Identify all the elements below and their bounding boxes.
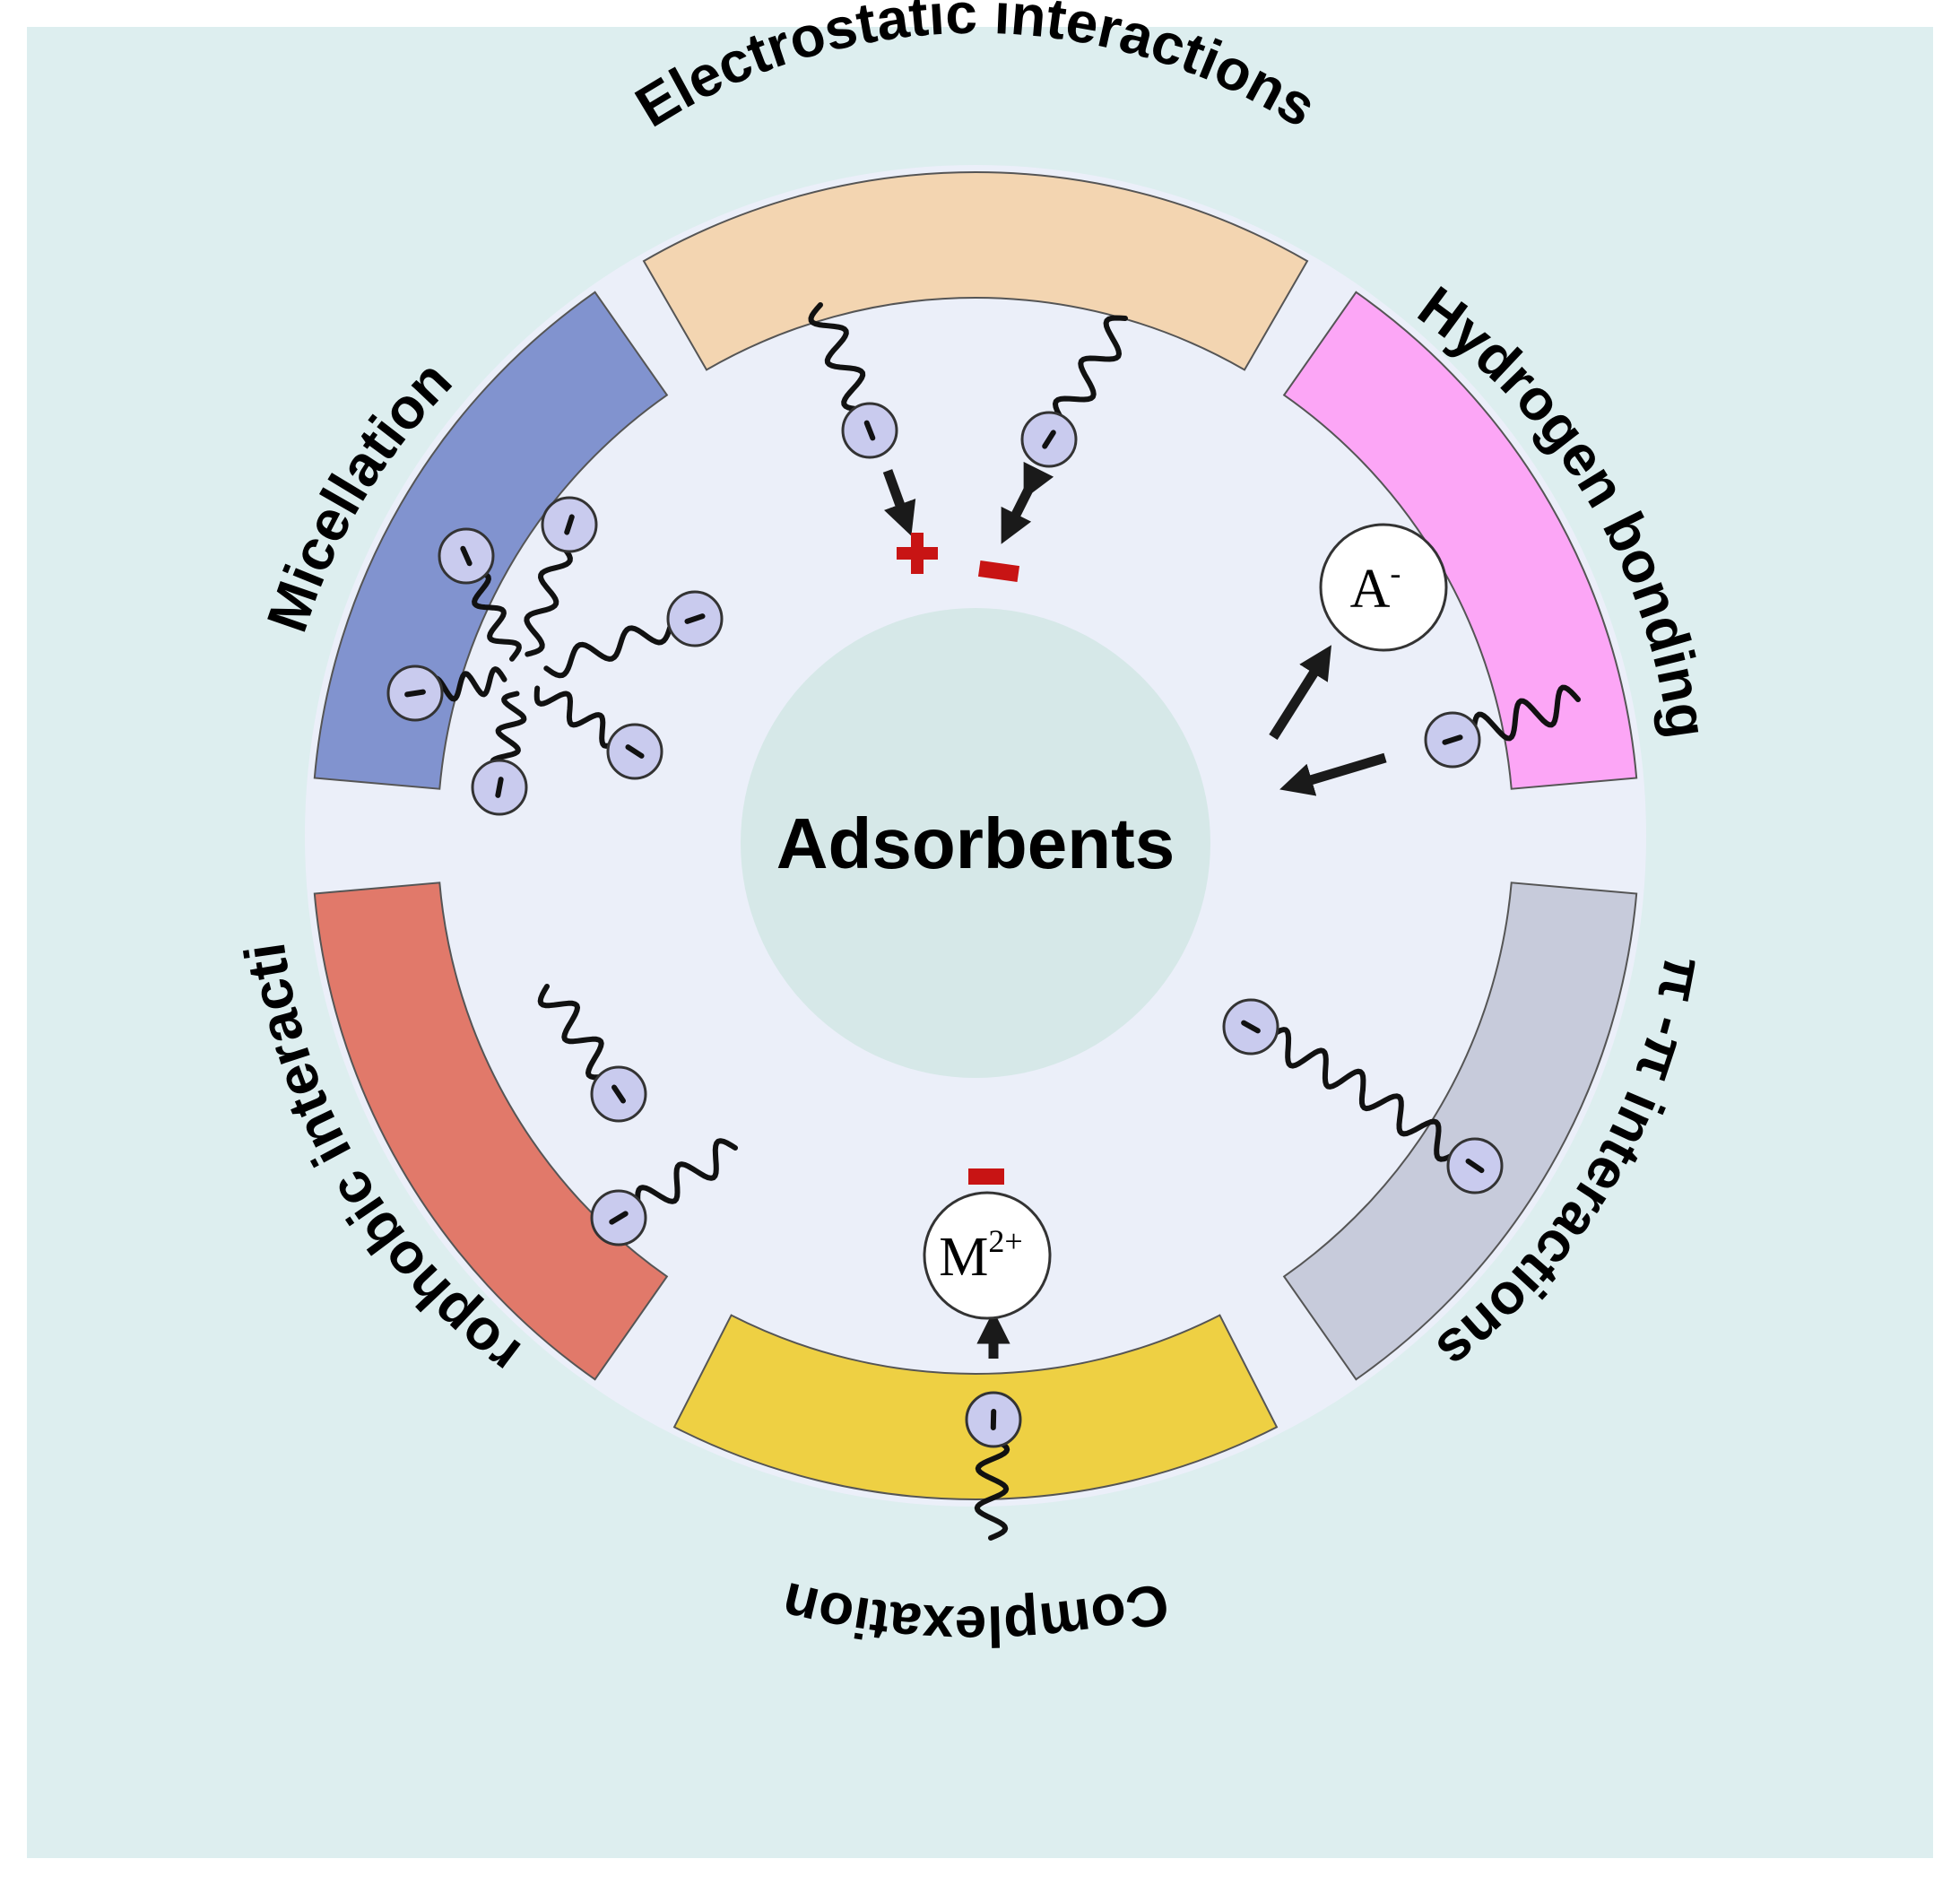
metal-symbol: M — [939, 1227, 988, 1288]
metal-cation-circle: M2+ — [923, 1191, 1052, 1320]
surfactant-hydrophobic-1 — [537, 984, 647, 1123]
micelle-surfactant-1 — [438, 527, 522, 662]
arrow-to-positive — [882, 469, 916, 536]
anion-charge: - — [1390, 555, 1401, 591]
negative-sign — [495, 777, 504, 798]
segment-micellation — [313, 291, 669, 790]
surfactant-electrostatic-right — [1020, 315, 1128, 468]
positive-mark-v — [911, 533, 924, 574]
negative-sign — [404, 689, 426, 698]
surfactant-electrostatic-left — [808, 302, 898, 459]
segment-pi — [1282, 882, 1638, 1381]
micelle-surfactant-5 — [471, 691, 528, 816]
segment-hydrogen — [1282, 291, 1638, 790]
metal-negative-mark — [968, 1168, 1004, 1185]
micelle-surfactant-6 — [386, 665, 507, 722]
negative-mark — [977, 560, 1020, 582]
negative-sign — [1042, 430, 1056, 449]
adsorbent-disk — [741, 608, 1210, 1078]
surfactant-hydrogen — [1424, 684, 1581, 769]
negative-sign — [1465, 1158, 1485, 1174]
arrow-to-negative — [1001, 461, 1054, 544]
segment-hydrophobic — [313, 882, 669, 1381]
negative-sign — [611, 1084, 626, 1104]
negative-sign — [460, 545, 473, 567]
center-label: Adsorbents — [776, 804, 1175, 883]
surfactant-complexation — [965, 1391, 1022, 1541]
negative-sign — [863, 420, 876, 441]
mechanism-ring — [313, 171, 1638, 1500]
negative-sign — [625, 744, 645, 759]
negative-sign — [1442, 734, 1463, 745]
arrow-from-surfactant — [1279, 752, 1387, 796]
surfactant-hydrophobic-2 — [590, 1138, 738, 1247]
anion-circle: A- — [1319, 523, 1448, 652]
metal-charge: 2+ — [988, 1223, 1022, 1259]
surfactant-molecules — [386, 302, 1581, 1541]
svg-text:A-: A- — [1350, 555, 1401, 620]
surfactant-pi-2 — [1358, 1087, 1504, 1194]
negative-sign — [1241, 1020, 1261, 1034]
negative-sign — [609, 1211, 629, 1225]
micelle-surfactant-4 — [533, 685, 663, 780]
negative-sign — [684, 613, 706, 624]
anion-symbol: A — [1350, 559, 1391, 620]
micelle-surfactant-2 — [524, 496, 598, 657]
arrow-to-anion — [1269, 645, 1331, 740]
micelle-surfactant-3 — [543, 590, 724, 679]
negative-sign — [564, 514, 575, 535]
surfactant-pi-1 — [1222, 998, 1366, 1092]
svg-text:M2+: M2+ — [939, 1223, 1022, 1288]
